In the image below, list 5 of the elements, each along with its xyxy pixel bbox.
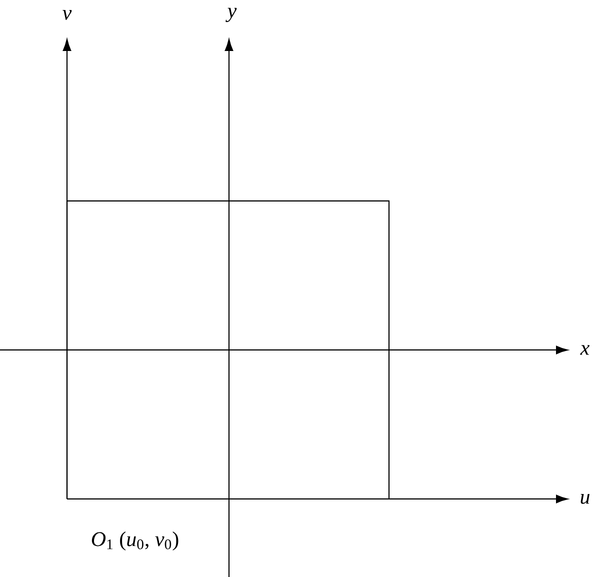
axis-label: y	[226, 8, 237, 22]
origin-label: O$_{1}$ (u$_{0}$, v$_{0}$)	[92, 531, 178, 550]
axis-label: u	[580, 494, 590, 504]
axis-label: x	[580, 345, 590, 355]
axis-label: v	[62, 10, 72, 20]
